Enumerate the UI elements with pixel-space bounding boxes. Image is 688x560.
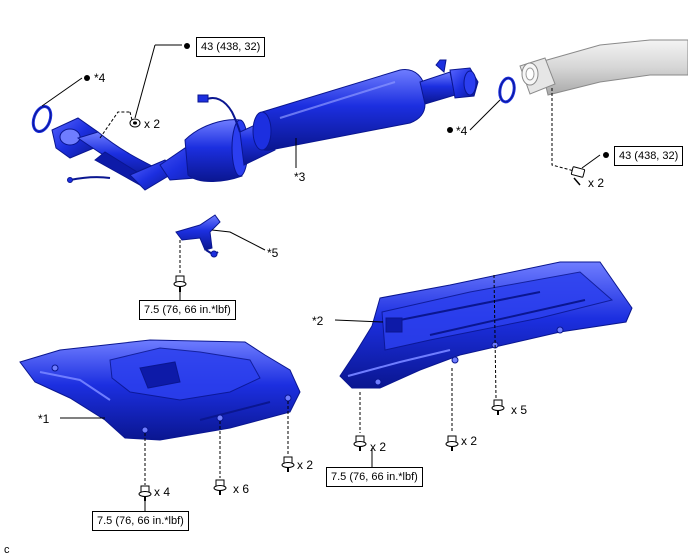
leader-bracket (211, 229, 266, 251)
label-gasket-left: *4 (94, 71, 106, 85)
torque-box-top-right: 43 (438, 32) (614, 146, 684, 166)
bolt-cover-left-c (281, 456, 295, 472)
qty-bolts-right-a: x 2 (370, 440, 387, 454)
exhaust-manifold-converter (51, 117, 176, 191)
engine-undercover-right (339, 261, 633, 389)
bolt-cover-left-b (213, 479, 227, 495)
qty-bolts-left-c: x 2 (297, 458, 314, 472)
label-bracket: *5 (267, 246, 279, 260)
label-converter: *3 (294, 170, 306, 184)
marker-dot-torque-top-right (603, 152, 609, 158)
bolt-right-top (570, 166, 586, 186)
torque-box-cover-right: 7.5 (76, 66 in.*lbf) (326, 467, 423, 487)
marker-dot-gasket-left (84, 75, 90, 81)
bolt-cover-left-a (138, 485, 152, 501)
catalytic-converter (159, 59, 479, 182)
marker-dot-gasket-right (447, 127, 453, 133)
leader-dashed-tailpipe (551, 88, 579, 173)
leader-cover-right (334, 319, 384, 323)
qty-bolts-right: x 2 (588, 176, 605, 190)
qty-bolts-right-c: x 5 (511, 403, 528, 417)
bolt-cover-right-b (445, 435, 459, 451)
engine-undercover-left (19, 339, 301, 441)
qty-bolts-right-b: x 2 (461, 434, 478, 448)
qty-bolts-left-b: x 6 (233, 482, 250, 496)
leader-gasket-right (469, 99, 501, 131)
label-gasket-right: *4 (456, 124, 468, 138)
bolt-bracket (173, 275, 187, 292)
leader-dashed-manifold (99, 111, 130, 139)
bracket (175, 214, 221, 258)
label-cover-right: *2 (312, 314, 324, 328)
bolt-cover-right-a (353, 435, 367, 451)
corner-code: c (4, 544, 10, 556)
label-cover-left: *1 (38, 412, 50, 426)
tail-pipe (519, 39, 688, 96)
gasket-right (498, 76, 516, 104)
gasket-left (31, 104, 53, 134)
qty-nuts-top: x 2 (144, 117, 161, 131)
bolt-cover-right-c (491, 399, 505, 415)
leader-torque-top-left (134, 44, 156, 119)
qty-bolts-left-a: x 4 (154, 485, 171, 499)
nut-top (129, 118, 141, 128)
marker-dot-torque-top-left (184, 43, 190, 49)
leader-torque-top-right (581, 154, 601, 169)
leader-gasket-left (41, 77, 83, 107)
torque-box-top-left: 43 (438, 32) (196, 37, 266, 57)
torque-box-bracket: 7.5 (76, 66 in.*lbf) (139, 300, 236, 320)
torque-box-cover-left: 7.5 (76, 66 in.*lbf) (92, 511, 189, 531)
